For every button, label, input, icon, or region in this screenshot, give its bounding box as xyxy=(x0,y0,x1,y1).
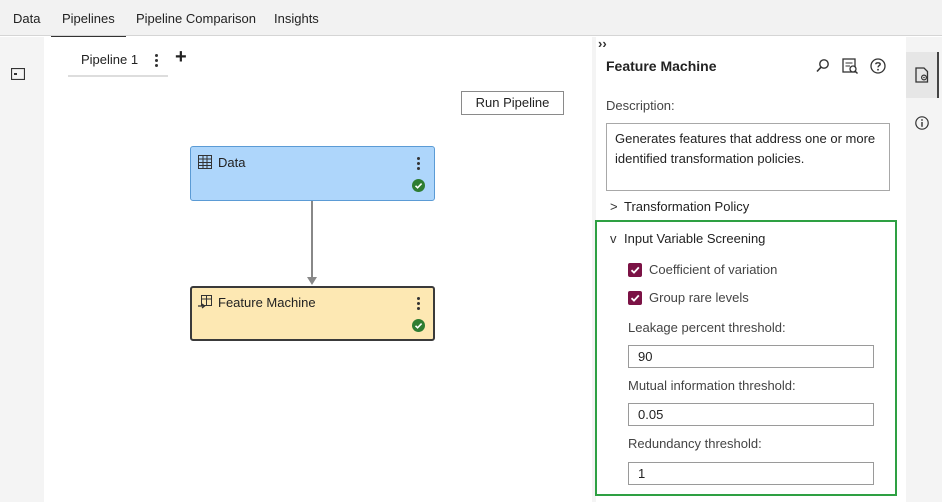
feature-machine-node[interactable]: Feature Machine xyxy=(190,286,435,341)
right-rail-active-indicator xyxy=(937,52,939,98)
redundancy-threshold-label: Redundancy threshold: xyxy=(628,436,762,451)
leakage-percent-threshold-label: Leakage percent threshold: xyxy=(628,320,786,335)
feature-machine-node-menu-icon[interactable] xyxy=(417,297,421,312)
section-input-variable-screening[interactable]: v Input Variable Screening xyxy=(610,231,765,246)
right-rail xyxy=(906,37,942,502)
mutual-information-threshold-label: Mutual information threshold: xyxy=(628,378,796,393)
help-icon[interactable] xyxy=(870,58,886,74)
section-label: Transformation Policy xyxy=(624,199,750,214)
coefficient-of-variation-option[interactable]: Coefficient of variation xyxy=(628,261,777,277)
highlight-box xyxy=(595,220,897,496)
section-label: Input Variable Screening xyxy=(624,231,766,246)
data-node-menu-icon[interactable] xyxy=(417,157,421,172)
redundancy-threshold-input[interactable]: 1 xyxy=(628,462,874,485)
tab-data[interactable]: Data xyxy=(13,11,41,26)
group-rare-levels-checkbox[interactable] xyxy=(628,290,642,305)
node-properties-icon[interactable] xyxy=(915,67,929,83)
description-label: Description: xyxy=(606,98,675,113)
node-results-icon[interactable] xyxy=(842,58,858,74)
canvas-gutter xyxy=(37,37,44,502)
chevron-right-icon: > xyxy=(610,199,618,214)
chevron-down-icon: v xyxy=(610,231,617,246)
checkbox-label: Group rare levels xyxy=(649,290,749,306)
pipeline-tab-menu-icon[interactable] xyxy=(155,54,159,69)
connector-arrowhead xyxy=(307,277,317,285)
top-nav-bar: Data Pipelines Pipeline Comparison Insig… xyxy=(0,0,942,38)
coefficient-of-variation-checkbox[interactable] xyxy=(628,262,642,277)
group-rare-levels-option[interactable]: Group rare levels xyxy=(628,289,749,305)
tab-insights[interactable]: Insights xyxy=(274,11,319,26)
run-pipeline-button[interactable]: Run Pipeline xyxy=(461,91,564,115)
mutual-information-threshold-input[interactable]: 0.05 xyxy=(628,403,874,426)
left-rail xyxy=(0,37,37,502)
section-transformation-policy[interactable]: > Transformation Policy xyxy=(610,199,749,214)
pipeline-tab-underline xyxy=(68,75,168,77)
data-node[interactable]: Data xyxy=(190,146,435,201)
add-pipeline-button[interactable]: + xyxy=(175,46,187,68)
table-icon xyxy=(198,155,212,169)
search-icon[interactable] xyxy=(816,58,830,73)
tab-pipeline-comparison[interactable]: Pipeline Comparison xyxy=(136,11,256,26)
collapse-panel-button[interactable]: ›› xyxy=(598,36,607,51)
pipeline-tab-label[interactable]: Pipeline 1 xyxy=(81,52,139,67)
tab-pipelines[interactable]: Pipelines xyxy=(51,11,126,38)
panel-title: Feature Machine xyxy=(606,58,717,74)
checkbox-label: Coefficient of variation xyxy=(649,262,778,278)
status-complete-icon xyxy=(412,179,425,192)
status-complete-icon xyxy=(412,319,425,332)
feature-machine-icon xyxy=(198,295,212,309)
info-icon[interactable] xyxy=(915,116,929,130)
node-connector xyxy=(311,201,313,277)
feature-machine-node-label: Feature Machine xyxy=(218,295,316,310)
expand-panel-icon[interactable] xyxy=(11,68,25,80)
data-node-label: Data xyxy=(218,155,246,170)
description-field[interactable]: Generates features that address one or m… xyxy=(606,123,890,191)
panel-gutter xyxy=(592,37,596,502)
leakage-percent-threshold-input[interactable]: 90 xyxy=(628,345,874,368)
